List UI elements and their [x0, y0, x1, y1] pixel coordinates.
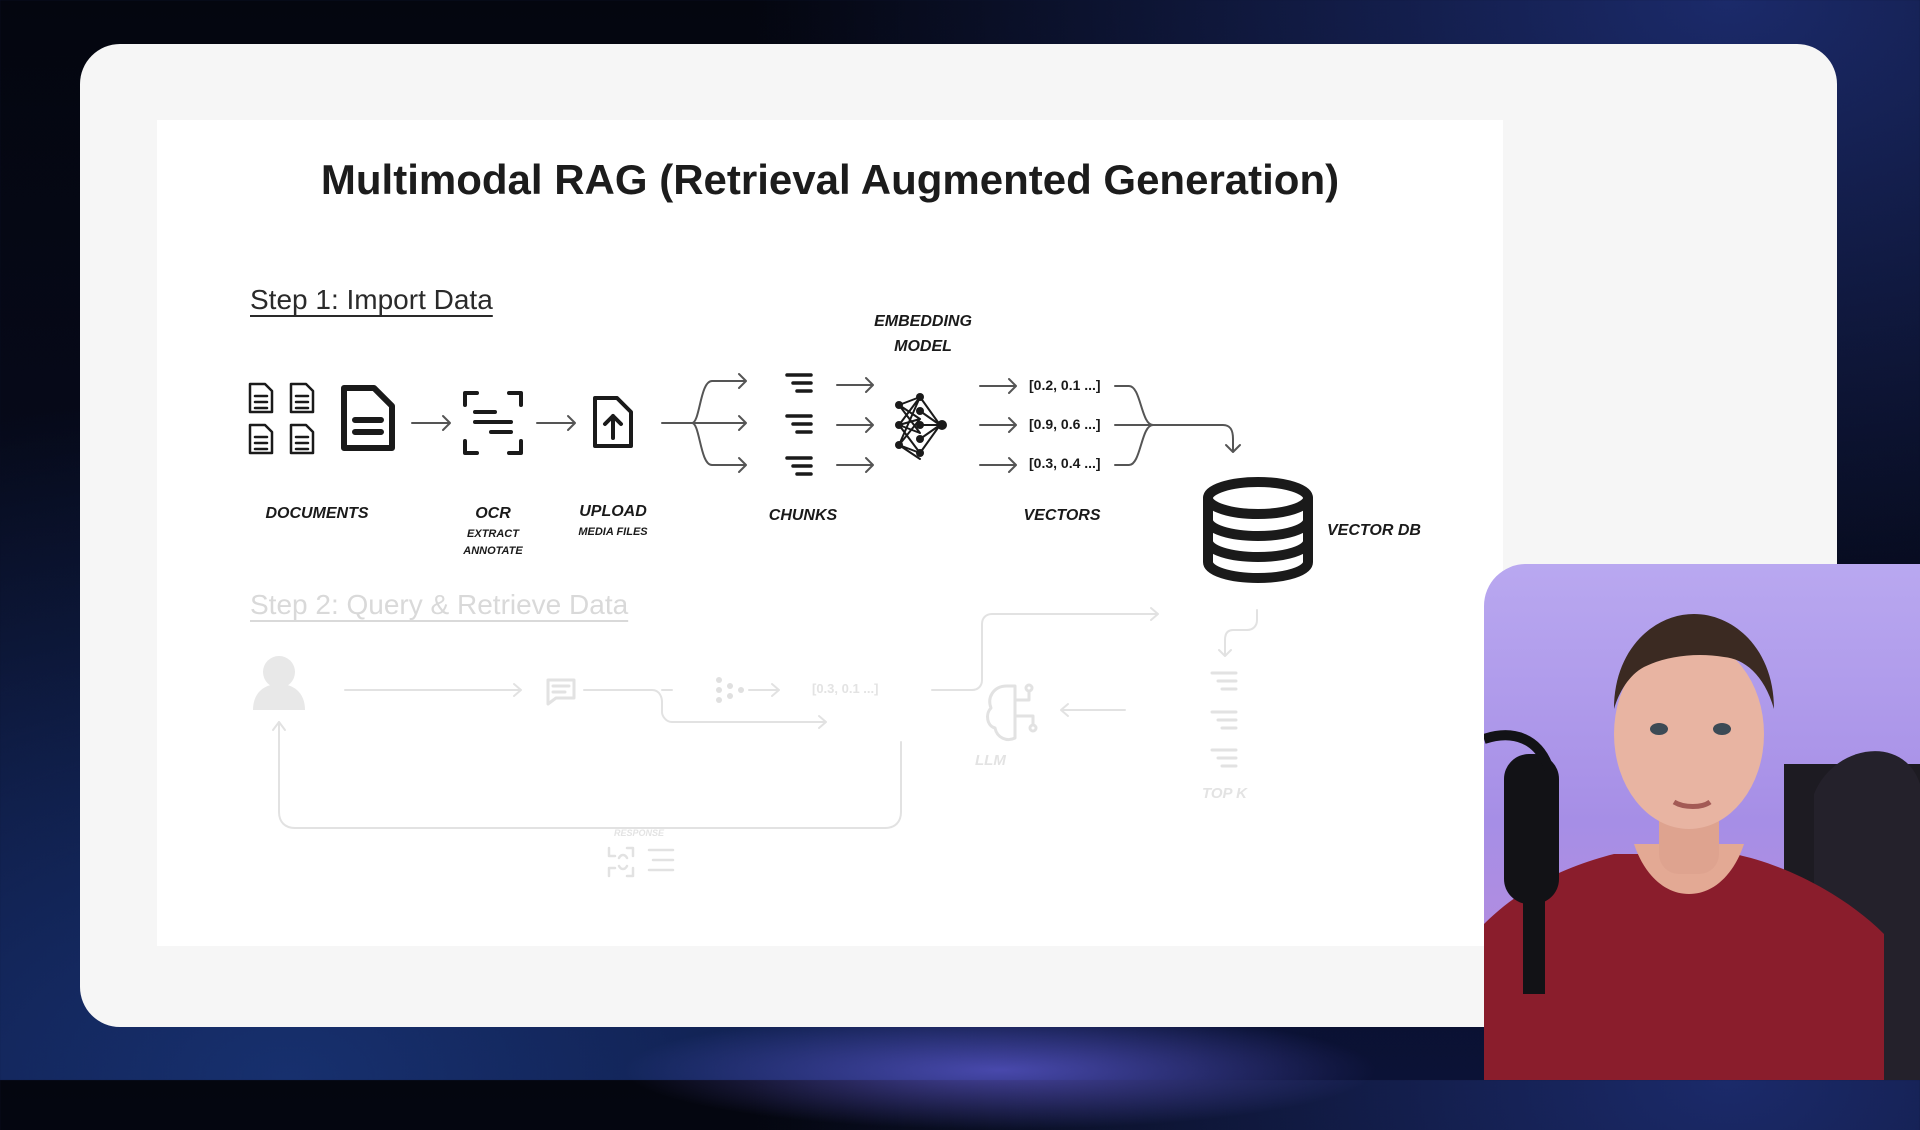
upload-sub-label: MEDIA FILES — [578, 526, 648, 538]
chunks-label: CHUNKS — [768, 507, 838, 524]
documents-icon — [248, 382, 395, 455]
upload-label: UPLOAD — [579, 503, 647, 520]
vector-db-label: VECTOR DB — [1327, 522, 1421, 539]
vector-value: [0.2, 0.1 ...] — [1029, 377, 1101, 393]
rag-diagram — [248, 373, 1313, 878]
webcam-overlay — [1484, 564, 1920, 1080]
document-icon — [289, 423, 315, 455]
step1-heading: Step 1: Import Data — [250, 284, 493, 315]
brain-circuit-icon — [986, 683, 1038, 742]
slide: Multimodal RAG (Retrieval Augmented Gene… — [157, 120, 1503, 946]
vector-value: [0.3, 0.4 ...] — [1029, 455, 1101, 471]
document-icon — [289, 382, 315, 414]
bottom-glow — [620, 1010, 1380, 1130]
step2-heading: Step 2: Query & Retrieve Data — [250, 589, 629, 620]
slide-title: Multimodal RAG (Retrieval Augmented Gene… — [320, 156, 1340, 203]
database-icon — [1203, 477, 1313, 583]
model-label: MODEL — [894, 338, 952, 355]
user-icon — [253, 656, 305, 710]
upload-file-icon — [593, 396, 633, 448]
llm-label: LLM — [975, 752, 1006, 769]
ocr-label: OCR — [475, 505, 511, 522]
ocr-sub-annotate: ANNOTATE — [463, 545, 523, 557]
ocr-sub-extract: EXTRACT — [467, 528, 519, 540]
chunk-lines-icon — [785, 373, 813, 476]
document-icon — [248, 423, 274, 455]
vectors-label: VECTORS — [1023, 507, 1101, 524]
documents-label: DOCUMENTS — [265, 505, 369, 522]
chat-icon — [546, 678, 576, 706]
response-label: RESPONSE — [614, 828, 665, 838]
embedding-label: EMBEDDING — [874, 313, 972, 330]
presenter-video — [1484, 614, 1920, 1080]
top-k-label: TOP K — [1202, 785, 1248, 802]
ocr-scan-icon — [463, 391, 523, 455]
neural-network-icon — [895, 393, 947, 460]
document-icon — [341, 385, 395, 451]
query-vector-label: [0.3, 0.1 ...] — [812, 681, 879, 696]
vector-value: [0.9, 0.6 ...] — [1029, 416, 1101, 432]
document-icon — [248, 382, 274, 414]
